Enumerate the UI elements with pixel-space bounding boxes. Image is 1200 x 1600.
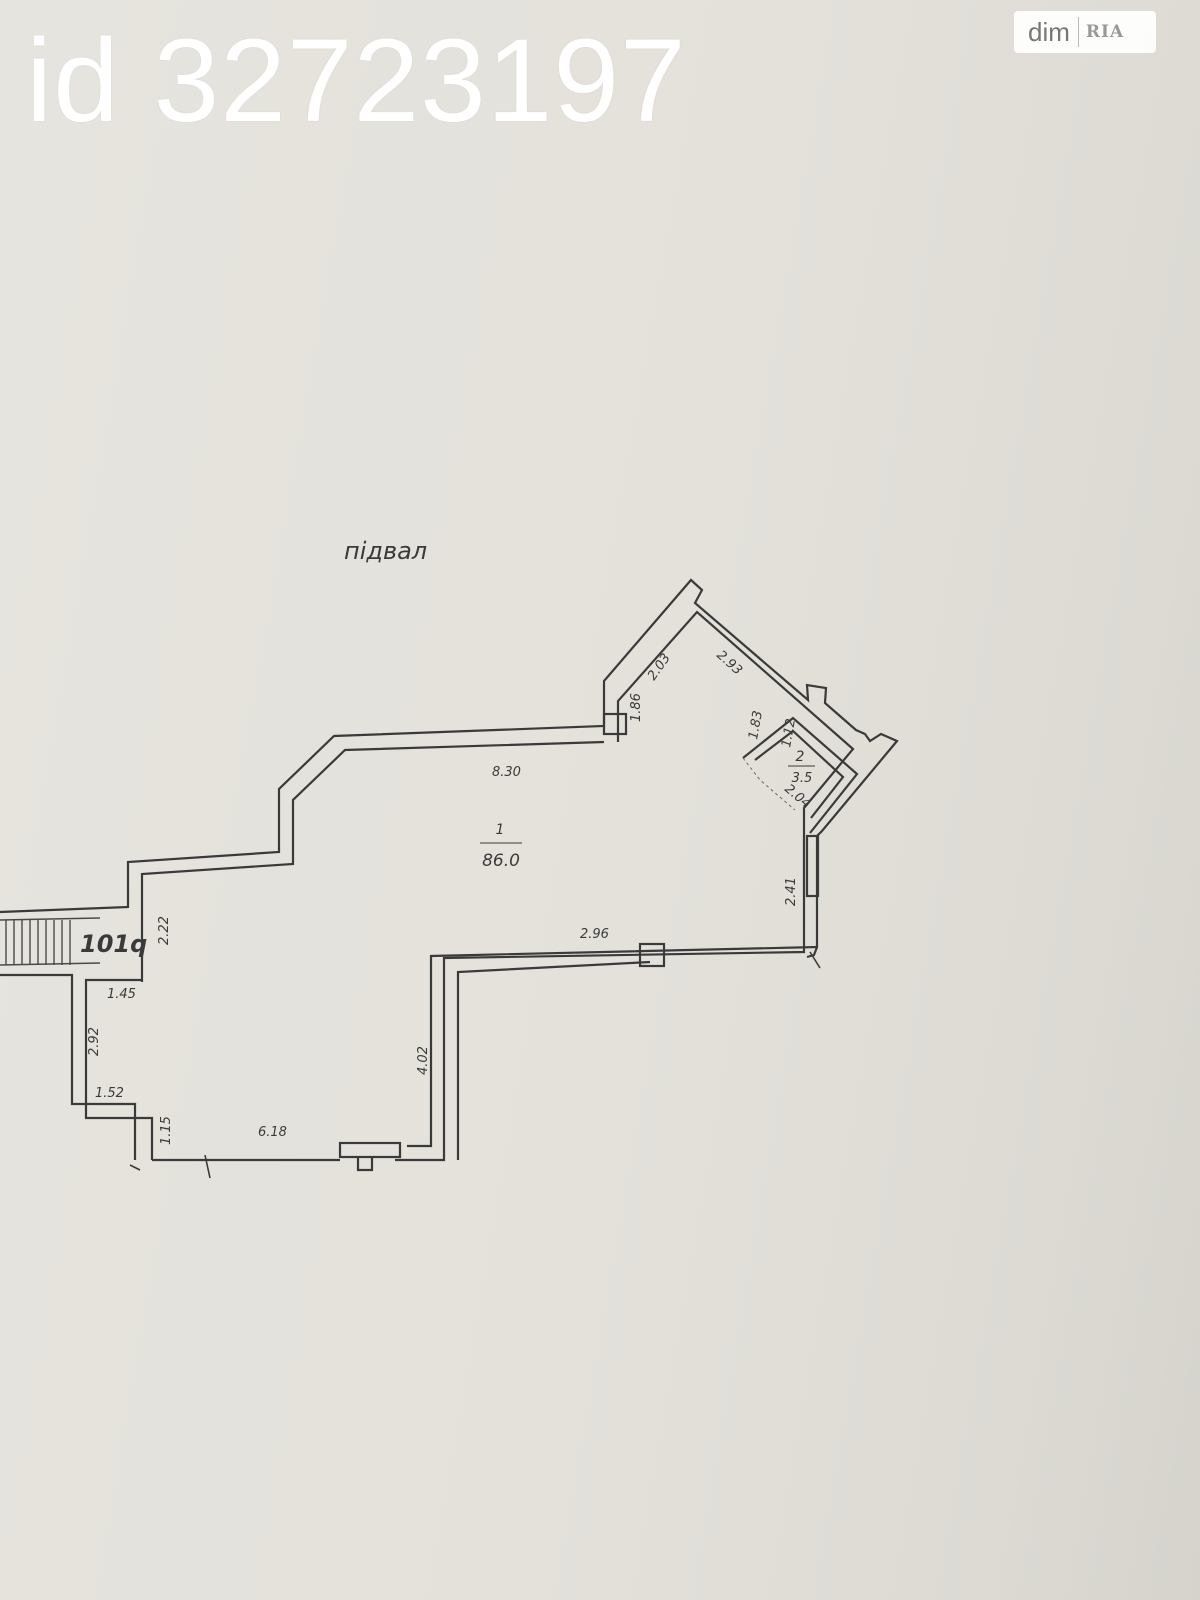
dim-upper-left-stub: 1.86 <box>629 693 644 722</box>
floor-label: підвал <box>344 537 427 565</box>
dim-bottom-wall: 6.18 <box>258 1125 287 1140</box>
dimension-labels: 8.30 1.86 2.03 2.93 1.83 1.12 2.04 2.41 … <box>87 648 813 1145</box>
dim-right-wall: 2.41 <box>784 877 799 906</box>
dim-bottom-step: 1.52 <box>95 1086 124 1101</box>
wall-ticks <box>129 951 821 1179</box>
dim-closet-top: 1.12 <box>779 718 799 749</box>
dim-closet-bottom: 2.04 <box>781 782 813 812</box>
dim-left-step: 1.45 <box>107 987 136 1002</box>
room-2-label: 2 3.5 <box>788 749 815 786</box>
dim-closet-side: 1.83 <box>746 710 766 741</box>
room-1-number: 1 <box>496 822 505 838</box>
room-2-number: 2 <box>796 749 805 765</box>
dim-ria-logo: dim RIA <box>1014 11 1156 53</box>
stair-hatch <box>0 917 101 966</box>
walls <box>0 578 899 1172</box>
logo-brand-text: dim <box>1028 16 1070 47</box>
room-1-area: 86.0 <box>482 851 520 871</box>
dim-middle-wall: 4.02 <box>416 1046 431 1075</box>
room-2-area: 3.5 <box>792 771 813 786</box>
stair-label: 101q <box>80 930 147 958</box>
dim-left-lower: 2.92 <box>87 1027 102 1056</box>
dim-left-upper: 2.22 <box>157 916 172 945</box>
dim-diag-upper-left: 2.03 <box>645 651 674 683</box>
dim-diag-upper-right: 2.93 <box>713 648 745 679</box>
dim-right-lower: 2.96 <box>580 927 609 942</box>
closet-door-arc <box>742 757 796 811</box>
logo-divider <box>1077 17 1079 47</box>
logo-ria-text: RIA <box>1085 22 1125 42</box>
listing-id-watermark: id 32723197 <box>26 15 687 147</box>
dim-bottom-stub: 1.15 <box>159 1116 174 1145</box>
dim-top-wall: 8.30 <box>492 765 521 780</box>
room-1-label: 1 86.0 <box>480 822 522 871</box>
